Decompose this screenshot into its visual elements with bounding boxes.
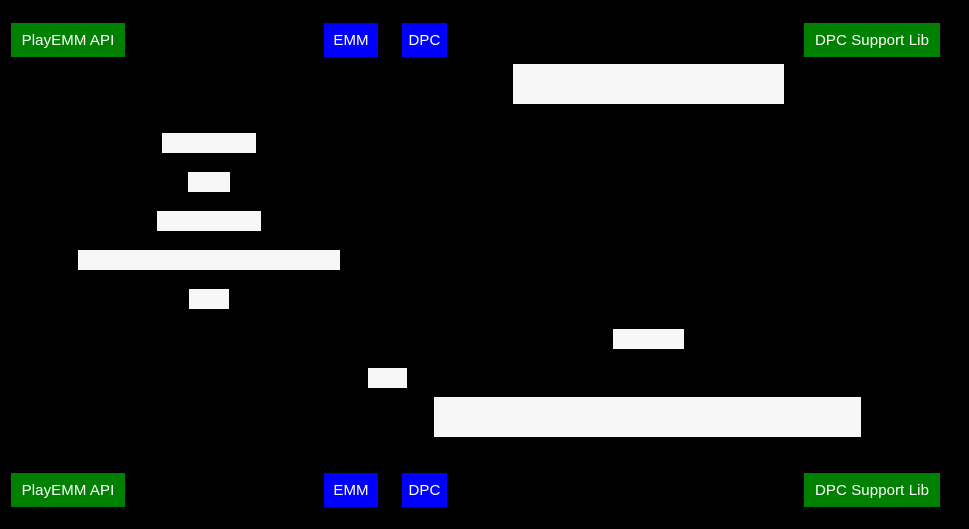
message-label-ensure-working-environment: androidForWorkAccountSupport .ensureWork… — [513, 64, 784, 177]
participant-label: DPC Support Lib — [814, 31, 930, 49]
message-line-1: token — [370, 408, 406, 424]
participant-label: DPC — [408, 31, 441, 49]
participant-label: EMM — [333, 481, 369, 499]
participant-bottom-playemm-api[interactable]: PlayEMM API — [11, 473, 125, 507]
lifeline-dpc — [424, 57, 425, 463]
participant-top-dpc-support-lib[interactable]: DPC Support Lib — [804, 23, 940, 57]
message-line-2: .ensureWorkingEnvironment(callback) — [525, 161, 772, 177]
participant-top-playemm-api[interactable]: PlayEMM API — [11, 23, 125, 57]
participant-label: PlayEMM API — [21, 31, 115, 49]
participant-label: DPC Support Lib — [814, 481, 930, 499]
message-label-token-to-dpc: token — [368, 368, 407, 424]
message-line-2: .addAndroidForWorkAccount(token, account… — [452, 494, 843, 510]
message-line-1: callback() — [617, 369, 680, 385]
participant-label: DPC — [408, 481, 441, 499]
participant-top-emm[interactable]: EMM — [324, 23, 378, 57]
participant-label: EMM — [333, 31, 369, 49]
message-label-users-insert: users.insert() — [162, 133, 256, 189]
message-label-callback: callback() — [613, 329, 684, 385]
lifeline-emm — [350, 57, 351, 463]
message-label-users-update: users.update() — [157, 211, 261, 267]
message-line-1: androidForWorkAccountSupport — [544, 104, 753, 120]
message-label-users-generate-authentication-token: users.generateAuthenticationToken() — [78, 250, 340, 306]
message-line-1: token — [191, 329, 227, 345]
participant-bottom-dpc-support-lib[interactable]: DPC Support Lib — [804, 473, 940, 507]
lifeline-playemm-api — [67, 57, 68, 463]
message-line-1: androidForWorkAccountSupport — [543, 437, 752, 453]
lifeline-dpc-support-lib — [871, 57, 872, 463]
participant-top-dpc[interactable]: DPC — [402, 23, 447, 57]
participant-bottom-emm[interactable]: EMM — [324, 473, 378, 507]
participant-bottom-dpc[interactable]: DPC — [402, 473, 447, 507]
participant-label: PlayEMM API — [21, 481, 115, 499]
message-label-add-android-for-work-account: androidForWorkAccountSupport .addAndroid… — [434, 397, 861, 510]
message-label-user-id: userID — [188, 172, 233, 228]
message-label-token-to-emm: token — [189, 289, 229, 345]
